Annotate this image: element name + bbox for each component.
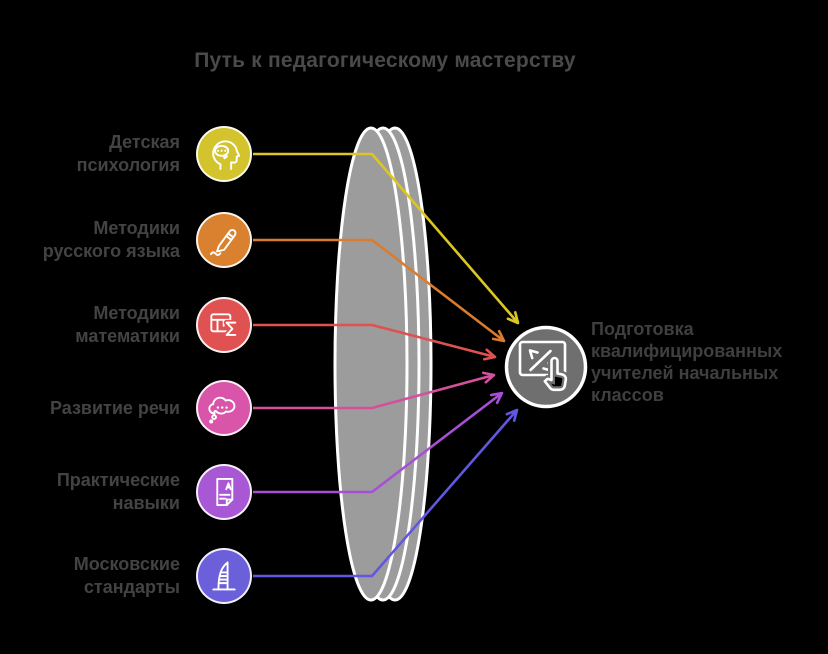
item-label: Методики русского языка (42, 218, 180, 261)
arrowhead (505, 408, 519, 422)
arrowhead (481, 371, 496, 384)
item-label: Развитие речи (49, 397, 180, 418)
graded-document-icon (196, 464, 252, 520)
touchscreen-hand-icon (518, 340, 570, 394)
outcome-circle (504, 325, 588, 409)
lens-shape (333, 126, 433, 602)
outcome-node (504, 325, 588, 409)
speech-cloud-icon (196, 380, 252, 436)
item-moscow-standards: Московские стандарты (30, 548, 252, 604)
modern-building-icon (196, 548, 252, 604)
arrowhead (506, 311, 520, 325)
arrowhead (482, 348, 497, 361)
pen-writing-icon (196, 212, 252, 268)
item-label: Детская психология (76, 132, 180, 175)
arrowhead (491, 329, 506, 343)
item-practical-skills: Практические навыки (30, 464, 252, 520)
item-speech-development: Развитие речи (30, 380, 252, 436)
item-label: Московские стандарты (73, 554, 180, 597)
page-title: Путь к педагогическому мастерству (194, 49, 576, 72)
connector-lines (253, 152, 520, 578)
outcome-label: Подготовка квалифицированных учителей на… (591, 319, 783, 405)
item-child-psychology: Детская психология (30, 126, 252, 182)
item-russian-language-methods: Методики русского языка (30, 212, 252, 268)
math-table-sigma-icon (196, 297, 252, 353)
item-label: Методики математики (75, 303, 180, 346)
item-math-methods: Методики математики (30, 297, 252, 353)
arrowhead (489, 391, 504, 405)
head-psychology-icon (196, 126, 252, 182)
item-label: Практические навыки (56, 470, 180, 513)
